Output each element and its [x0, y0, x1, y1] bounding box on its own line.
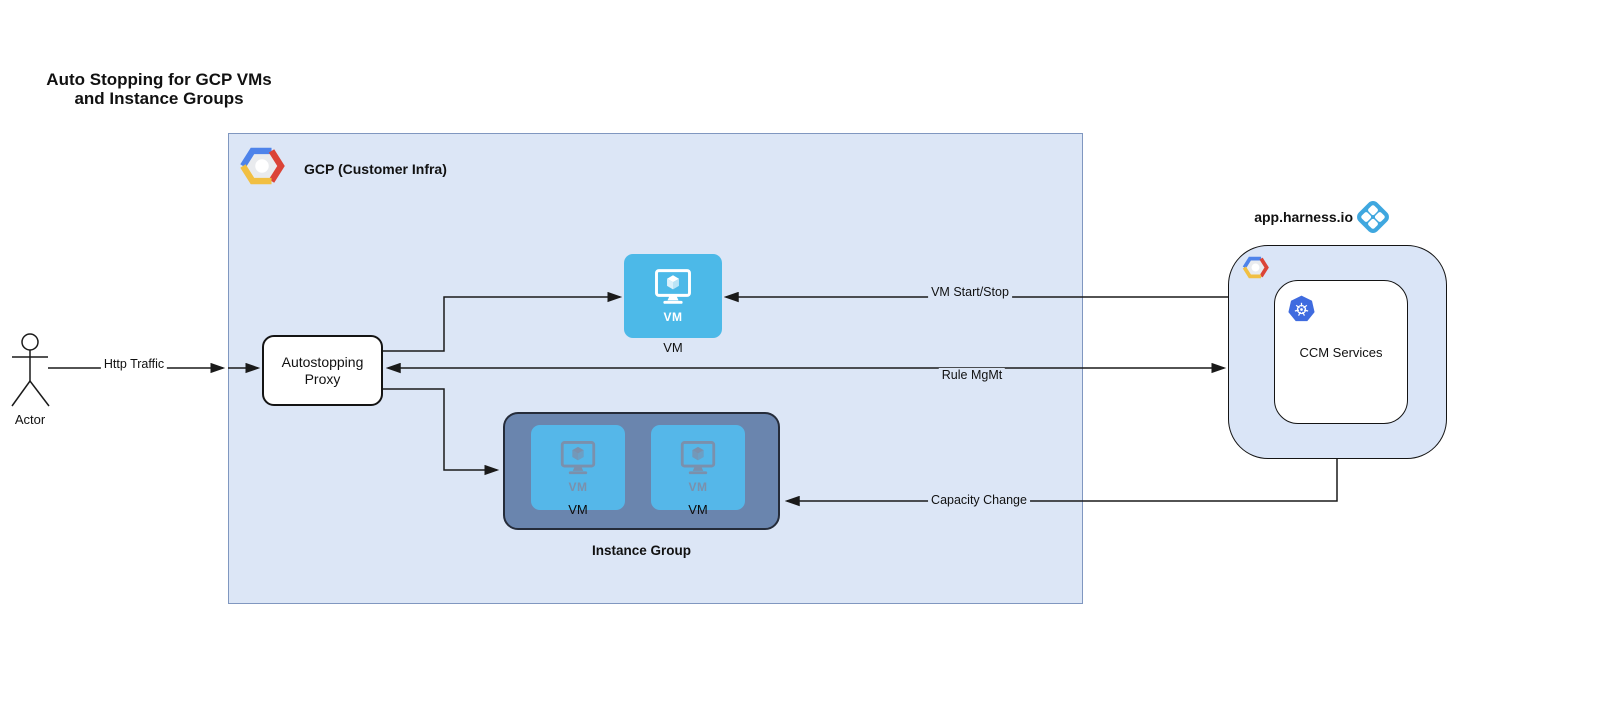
actor-icon — [11, 333, 50, 407]
ccm-services-label: CCM Services — [1299, 345, 1383, 360]
vm-icon-label: VM — [663, 309, 683, 324]
vm-caption: VM — [663, 340, 683, 355]
edge-label-rule-mgmt: Rule MgMt — [938, 368, 1006, 382]
page-title-line2: and Instance Groups — [74, 89, 244, 108]
autostopping-proxy-label: Autostopping Proxy — [281, 353, 364, 387]
vm-monitor-icon — [560, 441, 596, 475]
edge-label-http-traffic: Http Traffic — [100, 357, 168, 371]
page-title-line1: Auto Stopping for GCP VMs — [46, 70, 272, 89]
gcp-logo-icon — [1242, 256, 1269, 279]
ccm-services-node: CCM Services — [1274, 280, 1408, 424]
actor-label: Actor — [14, 412, 46, 427]
gcp-container-label: GCP (Customer Infra) — [304, 161, 447, 177]
vm-icon-label: VM — [568, 480, 588, 494]
harness-logo-icon — [1357, 201, 1389, 233]
vm-node: VM — [624, 254, 722, 338]
vm-icon-label: VM — [688, 480, 708, 494]
harness-title: app.harness.io — [1254, 209, 1353, 225]
instance-group-vm-node: VM — [531, 425, 625, 510]
page-title: Auto Stopping for GCP VMs and Instance G… — [28, 70, 290, 108]
instance-group-caption: Instance Group — [591, 543, 691, 558]
autostopping-proxy-node: Autostopping Proxy — [262, 335, 383, 406]
kubernetes-icon — [1288, 295, 1315, 322]
vm-monitor-icon — [655, 268, 691, 304]
edge-capacity-change — [784, 459, 1338, 507]
edge-proxy-to-vm — [383, 291, 623, 352]
edge-label-capacity-change: Capacity Change — [928, 493, 1030, 507]
instance-group-vm-caption: VM — [568, 502, 588, 517]
vm-monitor-icon — [680, 441, 716, 475]
harness-container: CCM Services — [1228, 245, 1447, 459]
gcp-logo-icon — [240, 147, 285, 185]
instance-group-node: VM VM VM VM — [503, 412, 780, 530]
instance-group-vm-caption: VM — [688, 502, 708, 517]
edge-proxy-to-instance-group — [383, 388, 500, 476]
instance-group-vm-node: VM — [651, 425, 745, 510]
edge-label-vm-start-stop: VM Start/Stop — [928, 285, 1012, 299]
